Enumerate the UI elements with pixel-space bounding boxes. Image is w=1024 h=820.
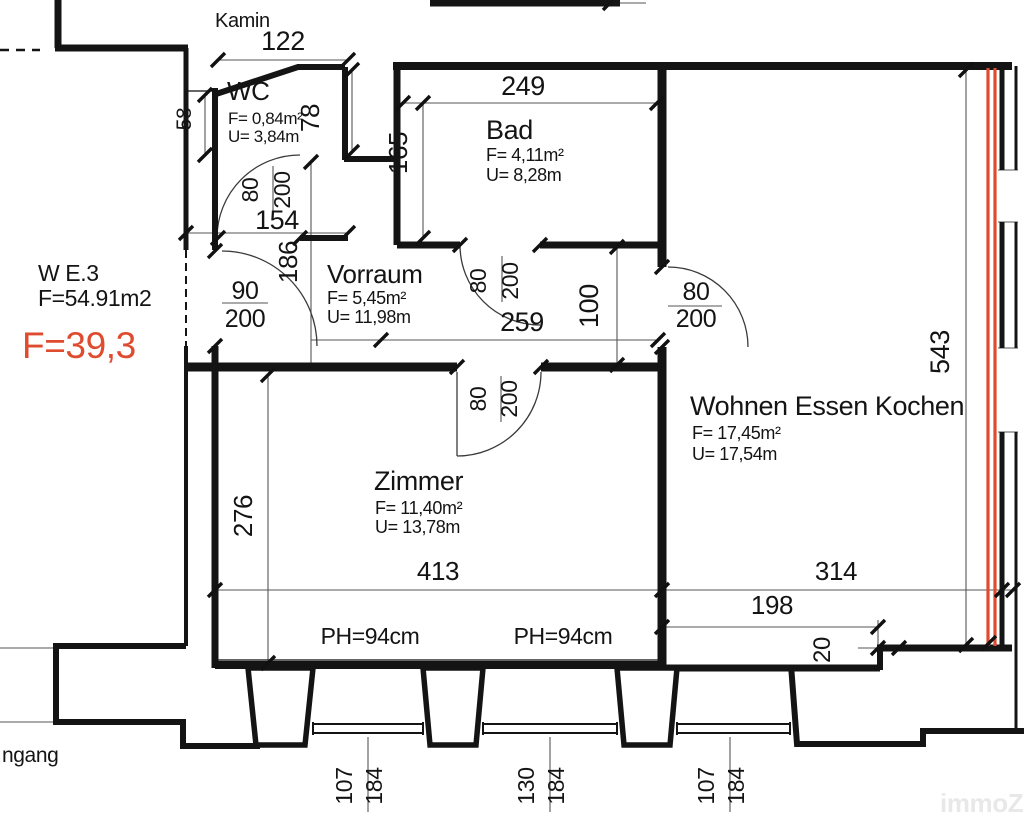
- window-2-width: 130: [513, 767, 539, 804]
- wc-door-arc: [216, 154, 301, 239]
- room-bad-perimeter: U= 8,28m: [486, 165, 561, 185]
- watermark: immoZ: [940, 788, 1024, 818]
- room-vorraum-name: Vorraum: [327, 259, 422, 289]
- wc-door-height: 200: [269, 171, 295, 208]
- dim-20: 20: [809, 637, 836, 663]
- dim-165: 165: [383, 132, 413, 174]
- bad-door-height: 200: [497, 262, 523, 299]
- eingang-label: ngang: [2, 744, 58, 767]
- window-1-height: 184: [361, 767, 387, 805]
- dim-100: 100: [574, 284, 604, 328]
- room-bad-name: Bad: [486, 115, 533, 145]
- wc-door-width: 80: [237, 178, 263, 203]
- door-swing-arcs: [216, 154, 749, 457]
- dim-122: 122: [261, 26, 305, 56]
- unit-highlight-area: F=39,3: [22, 325, 136, 366]
- dimension-ticks: [177, 0, 1022, 672]
- pier-3: [613, 665, 681, 748]
- wohnen-door-arc: [667, 266, 749, 348]
- wohnen-door-height: 200: [676, 305, 717, 333]
- entrance-door-height: 200: [225, 305, 266, 333]
- entrance-door-arc: [221, 250, 318, 347]
- walls: [0, 0, 1024, 749]
- room-wc-perimeter: U= 3,84m: [228, 127, 299, 146]
- bad-door-arc: [459, 244, 541, 326]
- window-2-height: 184: [543, 767, 569, 805]
- zimmer-door-height: 200: [496, 380, 522, 417]
- labels: Kamin 122 58 78 WC F= 0,84m² U= 3,84m 24…: [2, 10, 1024, 818]
- bad-door-width: 80: [465, 269, 491, 294]
- room-wc-area: F= 0,84m²: [228, 109, 303, 128]
- wohnen-door-width: 80: [682, 278, 709, 306]
- room-zimmer-area: F= 11,40m²: [375, 498, 463, 518]
- window-2: [482, 722, 618, 735]
- zimmer-door-arc: [456, 371, 542, 457]
- window-piers: [244, 665, 681, 748]
- room-zimmer-perimeter: U= 13,78m: [375, 517, 460, 537]
- dim-543: 543: [925, 330, 955, 374]
- dim-259: 259: [500, 307, 544, 337]
- room-bad-area: F= 4,11m²: [486, 145, 564, 165]
- parapet-height-left: PH=94cm: [321, 623, 420, 649]
- room-wc-name: WC: [227, 76, 270, 106]
- zimmer-door-width: 80: [465, 387, 491, 412]
- window-1-width: 107: [331, 767, 357, 804]
- dim-314: 314: [815, 556, 857, 586]
- window-1: [312, 722, 424, 735]
- dim-413: 413: [417, 556, 459, 586]
- room-wohnen-perimeter: U= 17,54m: [692, 444, 777, 464]
- dim-198: 198: [751, 590, 793, 620]
- room-zimmer-name: Zimmer: [374, 466, 463, 496]
- dim-154: 154: [255, 205, 299, 235]
- room-wohnen-area: F= 17,45m²: [692, 423, 781, 443]
- dim-186: 186: [273, 241, 303, 283]
- window-3-width: 107: [693, 767, 719, 804]
- room-wohnen-name: Wohnen Essen Kochen: [690, 391, 964, 421]
- unit-label: W E.3: [38, 260, 99, 286]
- window-3: [676, 722, 791, 735]
- right-window-marking: [986, 68, 997, 646]
- window-3-height: 184: [723, 767, 749, 805]
- entrance-door-width: 90: [231, 277, 258, 305]
- pier-2: [419, 665, 487, 748]
- dim-276: 276: [228, 495, 258, 537]
- dim-58: 58: [173, 108, 196, 131]
- dim-78: 78: [295, 104, 325, 132]
- bottom-windows: [312, 722, 791, 735]
- pier-1: [244, 665, 317, 748]
- room-vorraum-area: F= 5,45m²: [327, 288, 406, 308]
- kamin-label: Kamin: [215, 10, 270, 32]
- room-vorraum-perimeter: U= 11,98m: [327, 307, 411, 327]
- parapet-height-right: PH=94cm: [514, 623, 613, 649]
- dim-249: 249: [501, 71, 545, 101]
- unit-area-label: F=54.91m2: [38, 285, 151, 311]
